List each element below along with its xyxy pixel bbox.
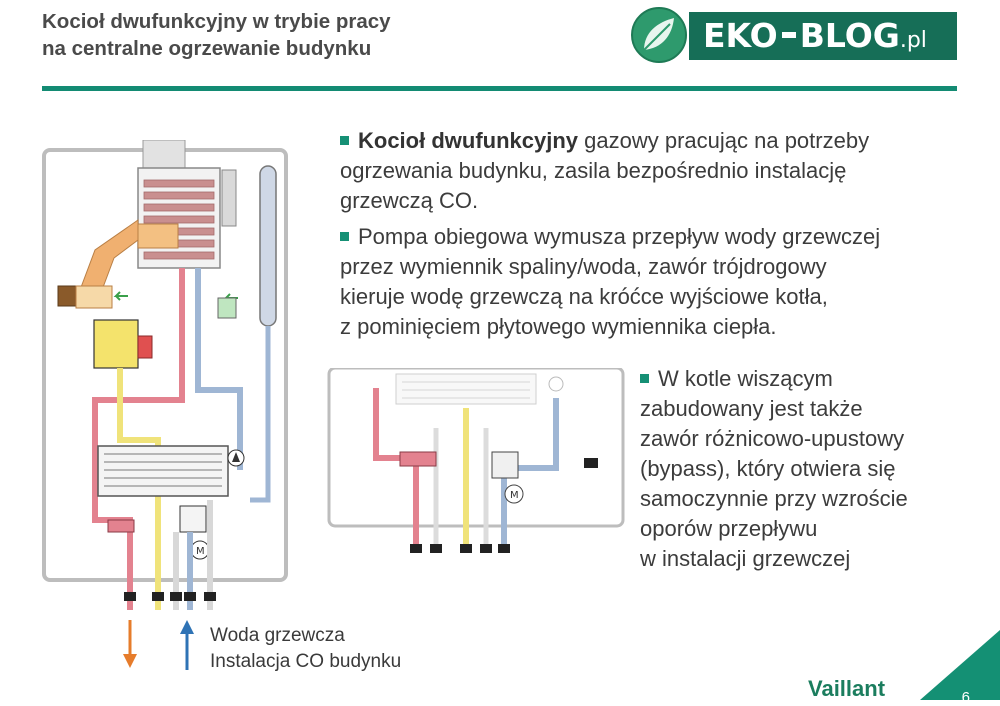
bullet-2-line-2: przez wymiennik spaliny/woda, zawór trój…: [340, 254, 827, 279]
outflow-arrow-icon: [123, 620, 137, 668]
bullet-1: Kocioł dwufunkcyjny gazowy pracując na p…: [340, 126, 960, 216]
logo-blog: BLOG: [799, 16, 900, 55]
title-line-2: na centralne ogrzewanie budynku: [42, 37, 372, 60]
bullet-square-icon: [340, 135, 349, 145]
svg-text:M: M: [510, 490, 519, 501]
page-number: 6: [961, 689, 970, 706]
bullet-3-line-2: zabudowany jest także: [640, 396, 863, 421]
header-divider: [42, 86, 957, 91]
bullet-1-bold: Kocioł dwufunkcyjny: [358, 128, 579, 153]
bullet-3-line-3: zawór różnicowo-upustowy: [640, 426, 905, 451]
bypass-detail-diagram: M: [327, 368, 625, 553]
title-line-1: Kocioł dwufunkcyjny w trybie pracy: [42, 10, 391, 33]
eko-blog-logo: EKO BLOG.pl: [689, 12, 957, 60]
boiler-diagram-main: M: [42, 140, 288, 670]
logo-eko: EKO: [703, 16, 778, 55]
bullet-2-line-4: z pominięciem płytowego wymiennika ciepł…: [340, 314, 777, 339]
caption-line-2: Instalacja CO budynku: [210, 651, 402, 672]
bullet-square-icon: [340, 231, 349, 241]
bullet-3-line-1: W kotle wiszącym: [658, 366, 833, 391]
bullet-1-line-1: gazowy pracując na potrzeby: [578, 128, 870, 153]
logo-tld: .pl: [899, 28, 927, 53]
bullet-3-line-7: w instalacji grzewczej: [640, 546, 851, 571]
bullet-2: Pompa obiegowa wymusza przepływ wody grz…: [340, 222, 960, 342]
inflow-arrow-icon: [180, 620, 194, 670]
vaillant-logo: Vaillant: [808, 676, 886, 701]
bullet-3-line-4: (bypass), który otwiera się: [640, 456, 896, 481]
slide-title: Kocioł dwufunkcyjny w trybie pracy na ce…: [42, 8, 602, 62]
corner-triangle: [920, 630, 1000, 700]
bullet-3-line-5: samoczynnie przy wzroście: [640, 486, 908, 511]
logo-dash: [781, 31, 796, 38]
bullet-1-line-3: grzewczą CO.: [340, 188, 479, 213]
description-text: Kocioł dwufunkcyjny gazowy pracując na p…: [340, 126, 960, 348]
bullet-2-line-1: Pompa obiegowa wymusza przepływ wody grz…: [358, 224, 881, 249]
svg-text:M: M: [196, 546, 205, 557]
flow-caption: Woda grzewcza Instalacja CO budynku: [210, 623, 401, 675]
bullet-square-icon: [640, 373, 649, 383]
green-leaf-icon: [631, 7, 687, 63]
caption-line-1: Woda grzewcza: [210, 625, 345, 646]
bullet-3-line-6: oporów przepływu: [640, 516, 818, 541]
bullet-2-line-3: kieruje wodę grzewczą na króćce wyjściow…: [340, 284, 828, 309]
bullet-1-line-2: ogrzewania budynku, zasila bezpośrednio …: [340, 158, 847, 183]
bullet-3: W kotle wiszącym zabudowany jest także z…: [640, 364, 970, 574]
